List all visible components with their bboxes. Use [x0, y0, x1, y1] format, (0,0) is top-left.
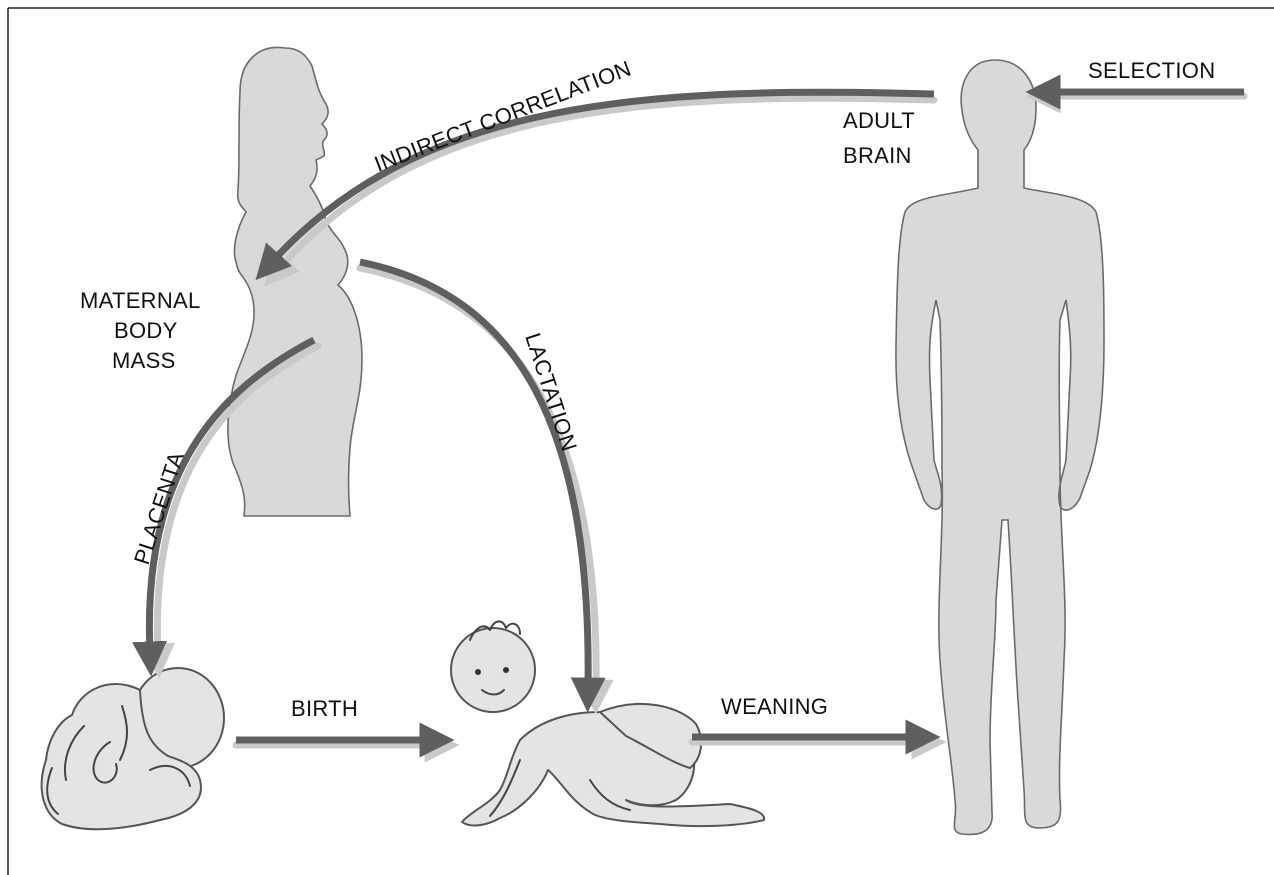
indirect-correlation-arrow [272, 92, 934, 268]
maternal-label-line1: MATERNAL [80, 288, 201, 313]
birth-label: BIRTH [291, 696, 358, 721]
lactation-arrow [360, 262, 596, 690]
weaning-arrow [692, 737, 922, 742]
weaning-label: WEANING [721, 694, 828, 719]
maternal-label-line3: MASS [112, 348, 176, 373]
baby-figure [451, 621, 764, 826]
fetus-figure [42, 668, 224, 829]
lactation-label: LACTATION [520, 330, 582, 455]
indirect-correlation-label: INDIRECT CORRELATION [371, 56, 635, 177]
adult-brain-label-line2: BRAIN [843, 143, 912, 168]
birth-arrow [236, 740, 435, 745]
maternal-label-line2: BODY [114, 318, 178, 343]
adult-brain-label-line1: ADULT [843, 108, 915, 133]
adult-figure [896, 60, 1104, 834]
selection-label: SELECTION [1088, 58, 1215, 83]
selection-arrow [1050, 92, 1244, 96]
mother-figure [228, 47, 362, 516]
